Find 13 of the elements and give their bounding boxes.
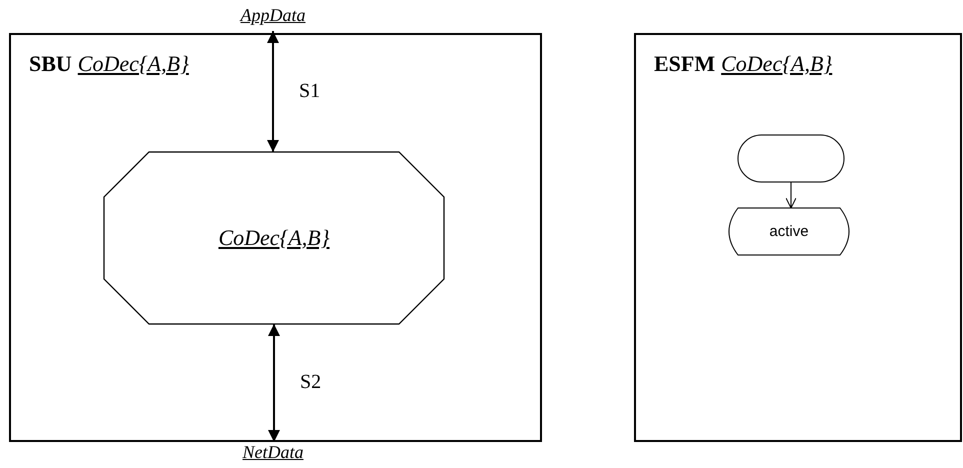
block-frame — [634, 33, 962, 442]
block-type: ESFM — [654, 51, 716, 76]
component-name: CoDec{A,B} — [218, 225, 330, 251]
arrow — [786, 182, 796, 208]
block-name: CoDec{A,B} — [721, 51, 832, 76]
block-name: CoDec{A,B} — [78, 51, 189, 76]
block-type: SBU — [29, 51, 72, 76]
port-label: NetData — [233, 442, 313, 466]
arrow — [267, 31, 279, 152]
block-frame — [9, 33, 542, 442]
state-name: active — [769, 223, 809, 240]
arrow — [268, 324, 280, 442]
port-label: AppData — [233, 5, 313, 31]
